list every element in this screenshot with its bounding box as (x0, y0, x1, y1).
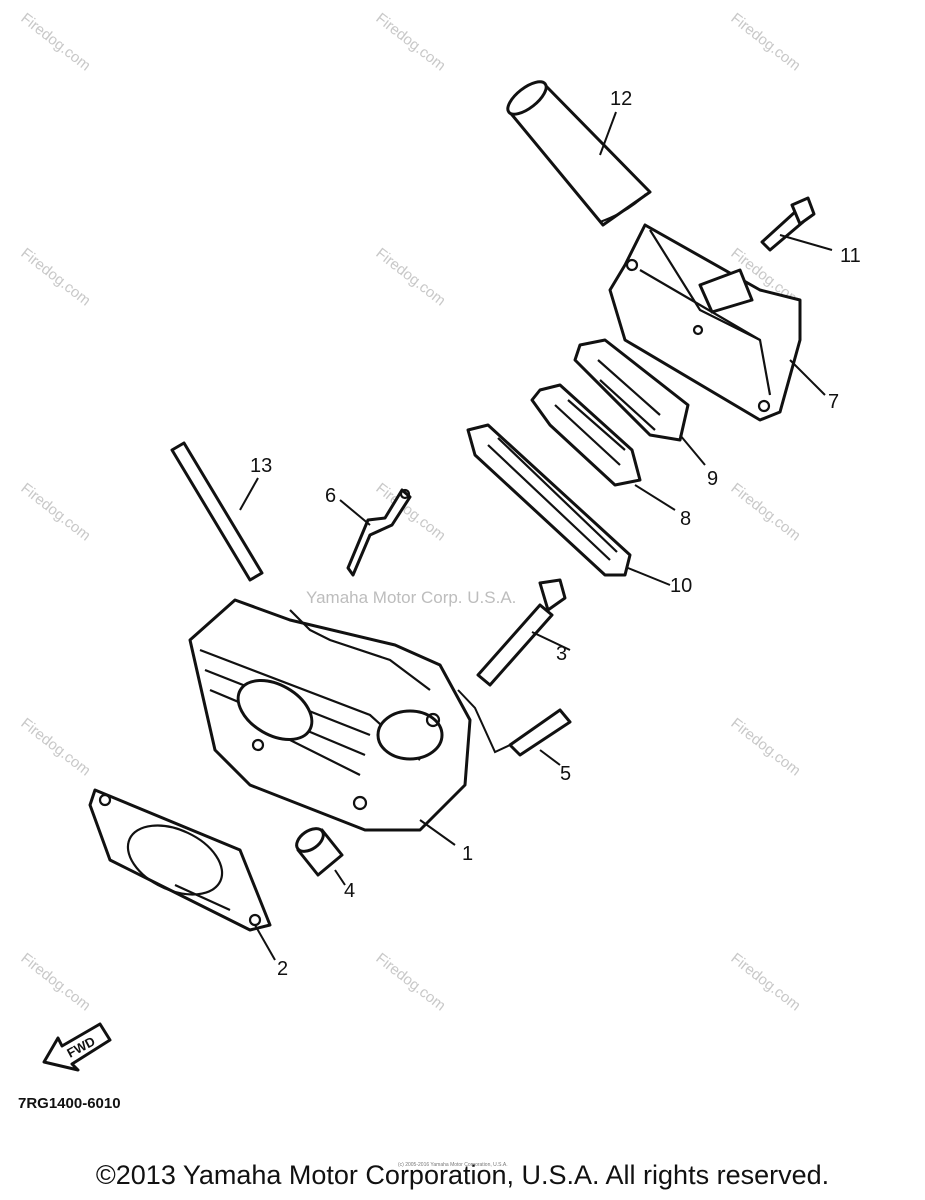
part-1-cylinder-head (188, 598, 472, 832)
callout-13: 13 (250, 455, 272, 477)
part-9-plate (573, 338, 690, 442)
watermark: Firedog.com (18, 950, 94, 1015)
callout-11: 11 (840, 245, 861, 267)
callout-5: 5 (560, 763, 571, 785)
part-3-bolt (476, 578, 567, 687)
watermark: Firedog.com (728, 10, 804, 75)
callout-8: 8 (680, 508, 691, 530)
callouts: 1 2 3 4 5 6 7 8 9 10 11 12 13 (250, 88, 861, 980)
callout-7: 7 (828, 391, 839, 413)
watermark: Firedog.com (18, 10, 94, 75)
callout-6: 6 (325, 485, 336, 507)
part-11-bolt (760, 196, 816, 252)
watermark: Firedog.com (728, 950, 804, 1015)
center-watermark: Yamaha Motor Corp. U.S.A. (306, 588, 516, 607)
watermark: Firedog.com (728, 715, 804, 780)
watermark: Firedog.com (18, 715, 94, 780)
callout-12: 12 (610, 88, 632, 110)
part-4-dowel (295, 827, 344, 877)
watermark: Firedog.com (373, 245, 449, 310)
part-12-hose (506, 80, 652, 227)
part-6-spark-plug (346, 488, 412, 577)
callout-1: 1 (462, 843, 473, 865)
part-8-plate (530, 383, 642, 487)
callout-3: 3 (556, 643, 567, 665)
callout-9: 9 (707, 468, 718, 490)
diagram-code: 7RG1400-6010 (18, 1095, 121, 1112)
leader-lines (239, 111, 833, 961)
fwd-arrow-icon: FWD (42, 1022, 112, 1072)
watermark: Firedog.com (18, 480, 94, 545)
watermark: Firedog.com (18, 245, 94, 310)
callout-4: 4 (344, 880, 355, 902)
copyright-notice: ©2013 Yamaha Motor Corporation, U.S.A. A… (95, 1160, 830, 1190)
part-13-stud (170, 441, 264, 582)
part-2-gasket (88, 788, 272, 932)
watermark: Firedog.com (373, 480, 449, 545)
watermark: Firedog.com (728, 480, 804, 545)
callout-10: 10 (670, 575, 692, 597)
watermark: Firedog.com (373, 10, 449, 75)
watermark: Firedog.com (373, 950, 449, 1015)
part-5-stud (508, 708, 572, 757)
part-10-gasket (466, 423, 632, 577)
part-7-cover (608, 223, 802, 422)
callout-2: 2 (277, 958, 288, 980)
fine-print: (c) 2005-2016 Yamaha Motor Corporation, … (398, 1162, 508, 1168)
